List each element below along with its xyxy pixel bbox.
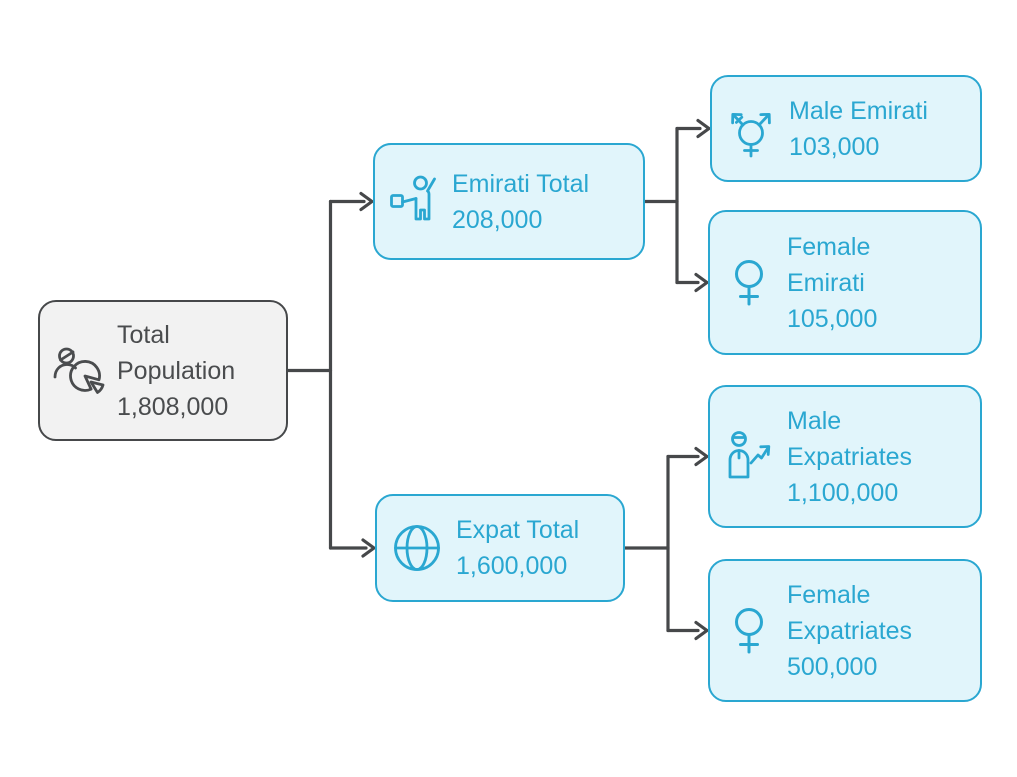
- node-text: Expat Total 1,600,000: [456, 512, 579, 584]
- female-symbol-icon: [723, 606, 775, 656]
- node-emirati-total: Emirati Total 208,000: [373, 143, 645, 260]
- node-value: 208,000: [452, 205, 543, 234]
- node-value: 1,600,000: [456, 552, 568, 580]
- node-value: 1,100,000: [787, 478, 899, 507]
- node-male-emirati: Male Emirati 103,000: [710, 75, 982, 182]
- arrowhead-icon: [361, 538, 376, 558]
- node-text: Male Emirati 103,000: [789, 93, 928, 165]
- transgender-symbol-icon: [725, 100, 777, 158]
- node-label: Male Expatriates: [787, 406, 913, 471]
- node-label: Female Expatriates: [787, 580, 913, 645]
- node-text: Female Emirati 105,000: [787, 229, 939, 337]
- node-total-population: Total Population 1,808,000: [38, 300, 288, 441]
- node-label: Male Emirati: [789, 96, 928, 125]
- node-female-emirati: Female Emirati 105,000: [708, 210, 982, 355]
- node-value: 1,808,000: [117, 392, 229, 421]
- node-male-expatriates: Male Expatriates 1,100,000: [708, 385, 982, 528]
- node-text: Emirati Total 208,000: [452, 166, 589, 238]
- globe-icon: [390, 521, 444, 575]
- node-text: Total Population 1,808,000: [117, 317, 277, 425]
- arrowhead-icon: [694, 620, 709, 641]
- person-pie-chart-icon: [53, 346, 105, 396]
- person-trend-up-icon: [723, 430, 775, 484]
- node-value: 105,000: [787, 304, 878, 333]
- node-text: Female Expatriates 500,000: [787, 577, 939, 685]
- female-symbol-icon: [723, 258, 775, 308]
- arrowhead-icon: [696, 118, 711, 139]
- node-text: Male Expatriates 1,100,000: [787, 403, 939, 511]
- arrowhead-icon: [694, 272, 709, 293]
- arrowhead-icon: [694, 446, 709, 467]
- node-value: 500,000: [787, 652, 878, 681]
- node-value: 103,000: [789, 132, 880, 161]
- waving-person-icon: [388, 174, 440, 230]
- node-label: Total Population: [117, 320, 236, 385]
- node-label: Emirati Total: [452, 169, 590, 198]
- node-label: Expat Total: [456, 516, 580, 544]
- node-expat-total: Expat Total 1,600,000: [375, 494, 625, 602]
- arrowhead-icon: [359, 191, 374, 212]
- node-female-expatriates: Female Expatriates 500,000: [708, 559, 982, 702]
- node-label: Female Emirati: [787, 232, 871, 297]
